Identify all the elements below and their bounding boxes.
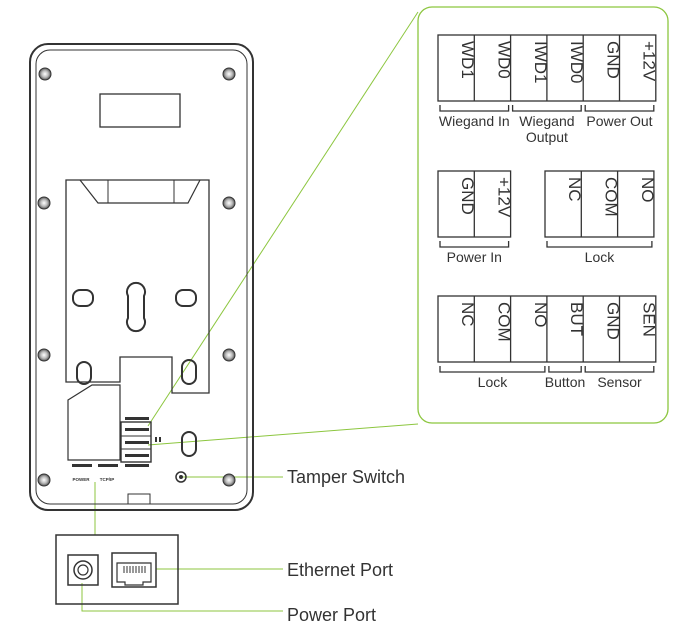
board-pins [72, 417, 161, 467]
ports-box-frame [55, 534, 179, 605]
power-port-pin [77, 564, 89, 576]
terminal-pin-label: COM [494, 302, 513, 342]
device-back [29, 43, 254, 511]
terminal-pin-label: BUT [567, 302, 586, 336]
bracket-slot-bottom-right [181, 431, 197, 457]
terminal-group: NC COM NO Lock [544, 170, 657, 265]
bracket-notch [79, 179, 201, 204]
terminal-pin-label: +12V [640, 41, 659, 82]
terminal-group-label: Button [545, 374, 585, 390]
board-pin-row-small [98, 464, 118, 467]
terminal-pin-label: NO [531, 302, 550, 328]
mounting-bracket [65, 179, 210, 394]
terminal-pin-label: WD1 [458, 41, 477, 79]
board-pin-row [125, 417, 149, 420]
board-pin-col [155, 437, 157, 442]
device-outer-shell [29, 43, 254, 511]
device-label-window [99, 93, 181, 128]
callout-power-port: Power Port [287, 605, 376, 625]
terminal-panel [417, 6, 669, 424]
terminal-pin-label: SEN [640, 302, 659, 337]
ports-box [55, 534, 179, 605]
terminal-group-label: Output [526, 129, 568, 145]
terminal-bracket [439, 366, 546, 373]
terminal-bracket [439, 105, 510, 112]
board-pin-row [125, 454, 149, 457]
screw [222, 67, 236, 81]
board-pin-col [159, 437, 161, 442]
terminal-group-label: Power Out [586, 113, 652, 129]
ethernet-port-housing [111, 552, 157, 588]
screw [37, 348, 51, 362]
board-pin-row [125, 464, 149, 467]
screw [38, 67, 52, 81]
callout-line-panel-bottom [147, 423, 419, 446]
terminal-group-label: Lock [478, 374, 509, 390]
screw [222, 196, 236, 210]
bracket-slot-right [175, 289, 197, 307]
tamper-switch-body [175, 471, 187, 483]
board-pin-row [125, 428, 149, 431]
terminal-pin-label: GND [603, 302, 622, 340]
terminal-group-label: Wiegand [519, 113, 574, 129]
ethernet-port-socket [116, 562, 152, 586]
bracket-keyhole [126, 281, 146, 333]
terminal-group-label: Sensor [597, 374, 642, 390]
screw [222, 473, 236, 487]
board-label-power: POWER [72, 477, 90, 482]
board-label-tcpip: TCP/IP [100, 477, 115, 482]
terminal-bracket [439, 241, 510, 248]
terminal-bracket [548, 366, 582, 373]
terminal-pin-label: NO [638, 177, 657, 203]
ethernet-port-contacts [123, 566, 146, 573]
terminal-pin-label: NC [458, 302, 477, 327]
board-bottom-tab [127, 493, 151, 505]
board-pin-row-small [72, 464, 92, 467]
terminal-group: GND +12V Power In [437, 170, 513, 265]
terminal-pin-label: NC [565, 177, 584, 202]
screw [222, 348, 236, 362]
screw [37, 196, 51, 210]
terminal-group: NC COM NO BUT GND SEN Lock Button Sensor [437, 295, 659, 390]
terminal-bracket [584, 105, 655, 112]
board-pin-row [125, 441, 149, 444]
tamper-switch-button [179, 475, 183, 479]
tamper-switch [175, 471, 187, 483]
bracket-slot-lower-right [181, 359, 197, 385]
terminal-bracket [511, 105, 582, 112]
terminal-pin-label: IWD1 [531, 41, 550, 84]
terminal-pin-label: COM [601, 177, 620, 217]
screws [37, 67, 236, 487]
bracket-slot-left [72, 289, 94, 307]
terminal-bracket [546, 241, 653, 248]
callout-line-power [81, 583, 283, 612]
terminal-group-label: Lock [585, 249, 616, 265]
terminal-group-label: Power In [447, 249, 502, 265]
terminal-group-label: Wiegand In [439, 113, 510, 129]
screw [37, 473, 51, 487]
callout-tamper-switch: Tamper Switch [287, 467, 405, 487]
terminal-pin-label: GND [603, 41, 622, 79]
terminal-pin-label: IWD0 [567, 41, 586, 84]
terminal-bracket [584, 366, 655, 373]
callout-ethernet-port: Ethernet Port [287, 560, 393, 580]
terminal-pin-label: WD0 [494, 41, 513, 79]
power-port-jack [73, 560, 93, 580]
terminal-block [544, 170, 655, 238]
board-connector-block [120, 421, 152, 463]
callout-line-panel-top [147, 11, 419, 427]
bracket-slot-lower-left [76, 361, 92, 385]
power-port-housing [67, 554, 99, 586]
terminal-pin-label: +12V [494, 177, 513, 218]
callout-lines [81, 11, 419, 612]
terminal-group: WD1 WD0 IWD1 IWD0 GND +12V Wiegand In WiegandOu… [437, 34, 659, 145]
board-outline [67, 384, 121, 461]
terminal-pin-label: GND [458, 177, 477, 215]
